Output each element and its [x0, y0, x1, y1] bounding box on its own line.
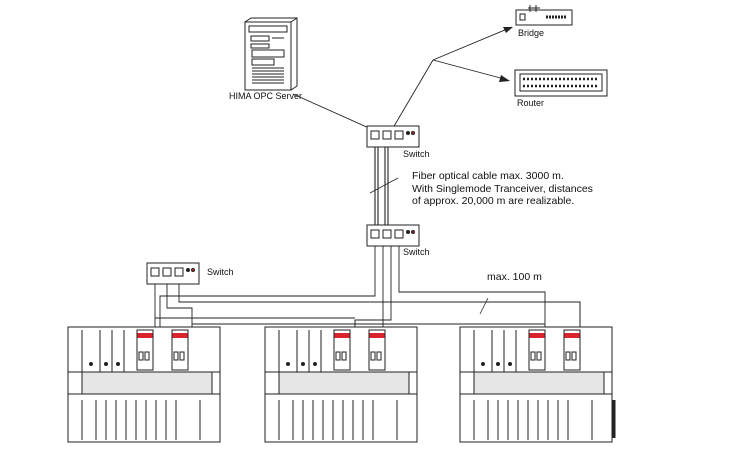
switch-middle-icon — [366, 224, 420, 247]
fiber-note-line1: Fiber optical cable max. 3000 m. — [412, 170, 564, 182]
fiber-note-line3: of approx. 20,000 m are realizable. — [412, 195, 575, 207]
switch-middle-label: Switch — [403, 247, 430, 257]
arrowheads — [499, 27, 513, 82]
controller-rack-a — [67, 326, 221, 443]
router-label: Router — [517, 98, 545, 108]
controller-rack-b — [264, 326, 418, 443]
bridge-label: Bridge — [518, 28, 545, 38]
fiber-note-line2: With Singlemode Tranceiver, distances — [412, 182, 593, 195]
bridge-icon — [515, 5, 573, 26]
router-icon — [514, 69, 608, 97]
switch-top-label: Switch — [403, 149, 430, 159]
switch-top-icon — [366, 125, 420, 148]
fiber-note: Fiber optical cable max. 3000 m. With Si… — [412, 170, 593, 208]
opc-server-icon — [244, 17, 298, 91]
switch-left-label: Switch — [207, 267, 234, 277]
uplink-lines — [292, 26, 513, 134]
switch-left-icon — [146, 262, 200, 285]
controller-rack-c — [459, 326, 616, 443]
max-distance-label: max. 100 m — [487, 271, 542, 283]
fiber-cable — [369, 147, 399, 225]
opc-server-label: HIMA OPC Server — [229, 91, 303, 101]
